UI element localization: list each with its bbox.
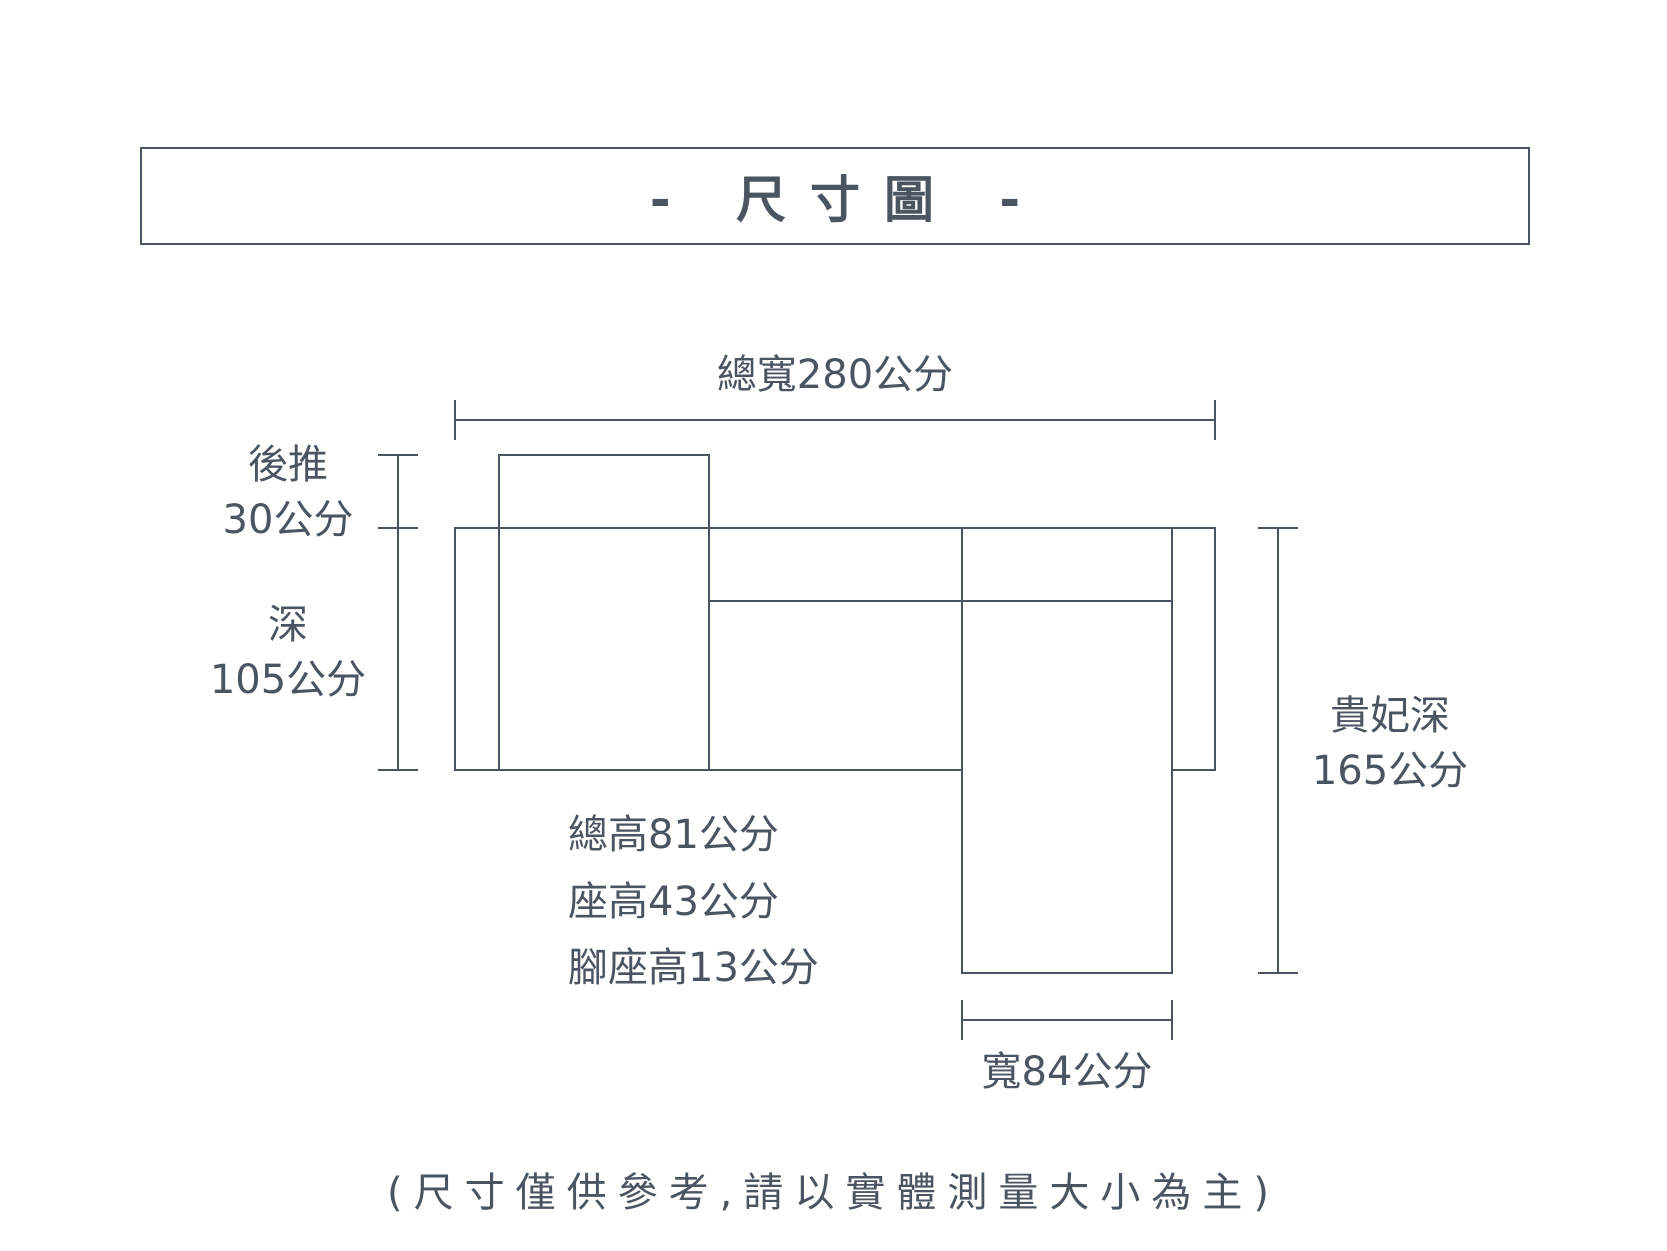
recline-label-line2: 30公分	[222, 497, 354, 543]
total-width-label: 總寬280公分	[716, 352, 954, 398]
depth-label-line1: 深	[268, 602, 308, 648]
middle-seat	[708, 600, 963, 771]
title-box: - 尺寸圖 -	[140, 147, 1530, 245]
recline-label-line1: 後推	[248, 442, 328, 488]
reclined-backrest	[498, 454, 710, 529]
chaise-depth-label-line1: 貴妃深	[1330, 693, 1450, 739]
total-height-label: 總高81公分	[568, 812, 779, 858]
chaise-width-label: 寬84公分	[981, 1049, 1153, 1095]
seat-height-label: 座高43公分	[568, 879, 779, 925]
total-width-dimension-line	[454, 400, 1216, 440]
footstool-height-label: 腳座高13公分	[568, 945, 819, 991]
left-armrest	[454, 527, 500, 771]
depth-dimension-line	[378, 454, 418, 771]
sofa-outline	[454, 454, 1216, 974]
chaise-width-dimension-line	[961, 1000, 1173, 1040]
recliner-seat	[498, 527, 710, 771]
right-armrest	[1171, 527, 1216, 771]
depth-label-line2: 105公分	[209, 657, 367, 703]
diagram-title: - 尺寸圖 -	[649, 171, 1045, 229]
middle-backrest	[708, 527, 963, 602]
chaise-depth-dimension-line	[1258, 527, 1298, 974]
reference-note: (尺寸僅供參考,請以實體測量大小為主)	[387, 1170, 1280, 1216]
chaise-seat	[961, 600, 1173, 974]
chaise-backrest	[961, 527, 1173, 602]
chaise-depth-label-line2: 165公分	[1311, 748, 1469, 794]
